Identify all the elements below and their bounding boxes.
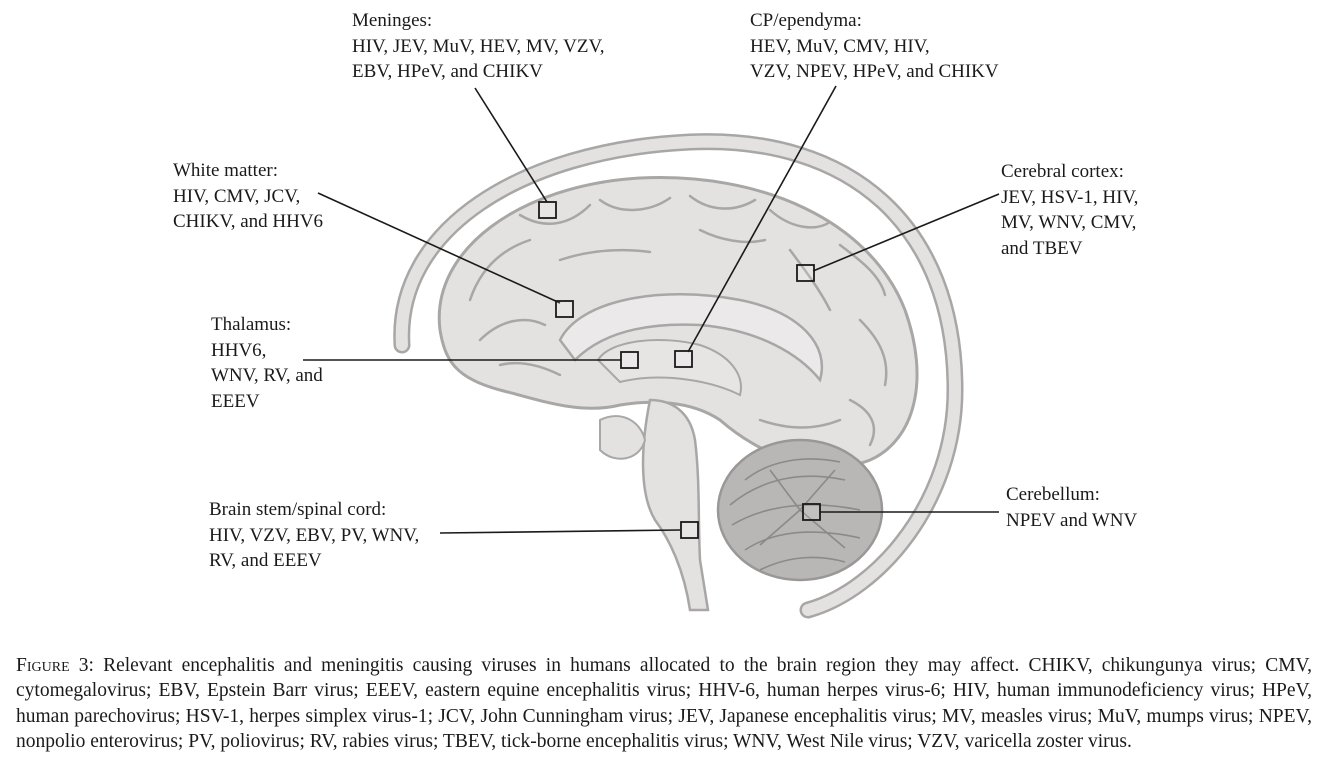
marker-brain-stem	[680, 521, 699, 539]
label-thalamus-line2: WNV, RV, and	[211, 365, 323, 386]
brain-stem	[641, 398, 710, 612]
gyri	[468, 194, 888, 447]
label-cerebellum: Cerebellum: NPEV and WNV	[1006, 482, 1137, 533]
marker-cerebellum	[802, 503, 821, 521]
marker-white-matter	[555, 300, 574, 318]
marker-cerebral-cortex	[796, 264, 815, 282]
label-cp-ependyma-line1: HEV, MuV, CMV, HIV,	[750, 35, 930, 57]
label-cp-ependyma-line2: VZV, NPEV, HPeV, and CHIKV	[750, 61, 999, 82]
label-meninges: Meninges: HIV, JEV, MuV, HEV, MV, VZV, E…	[352, 8, 605, 85]
brain-illustration	[303, 85, 1000, 619]
label-cp-ependyma: CP/ependyma: HEV, MuV, CMV, HIV, VZV, NP…	[750, 8, 999, 85]
label-cp-ependyma-title: CP/ependyma:	[750, 10, 862, 31]
label-meninges-line1: HIV, JEV, MuV, HEV, MV, VZV,	[352, 35, 605, 57]
leader-lines	[303, 85, 1000, 534]
region-markers	[538, 201, 821, 539]
label-brain-stem-line1: HIV, VZV, EBV, PV, WNV,	[209, 524, 420, 546]
marker-cp-ependyma	[674, 350, 693, 368]
label-white-matter: White matter: HIV, CMV, JCV, CHIKV, and …	[173, 158, 323, 235]
label-brain-stem-title: Brain stem/spinal cord:	[209, 499, 387, 520]
caption-text: : Relevant encephalitis and meningitis c…	[16, 654, 1312, 753]
figure-label: Figure 3	[16, 654, 89, 676]
label-cerebral-cortex-line1: JEV, HSV-1, HIV,	[1001, 186, 1139, 208]
label-white-matter-line1: HIV, CMV, JCV,	[173, 185, 301, 207]
label-brain-stem-line2: RV, and EEEV	[209, 550, 322, 571]
label-thalamus-title: Thalamus:	[211, 314, 292, 335]
figure: Meninges: HIV, JEV, MuV, HEV, MV, VZV, E…	[173, 8, 1138, 619]
label-cerebral-cortex-title: Cerebral cortex:	[1001, 161, 1124, 182]
label-cerebral-cortex-line2: MV, WNV, CMV,	[1001, 212, 1137, 233]
label-white-matter-line2: CHIKV, and HHV6	[173, 211, 324, 232]
label-cerebellum-line1: NPEV and WNV	[1006, 509, 1138, 531]
marker-thalamus	[620, 351, 639, 369]
label-cerebellum-title: Cerebellum:	[1006, 484, 1100, 505]
label-meninges-title: Meninges:	[352, 10, 433, 31]
corpus-callosum	[558, 293, 823, 383]
marker-meninges	[538, 201, 557, 219]
label-thalamus-line1: HHV6,	[211, 339, 267, 361]
figure-caption: Figure 3: Relevant encephalitis and meni…	[16, 653, 1312, 755]
label-white-matter-title: White matter:	[173, 160, 278, 181]
label-thalamus-line3: EEEV	[211, 390, 260, 412]
label-brain-stem: Brain stem/spinal cord: HIV, VZV, EBV, P…	[209, 497, 419, 574]
label-cerebral-cortex: Cerebral cortex: JEV, HSV-1, HIV, MV, WN…	[1001, 159, 1138, 261]
thalamus-region	[596, 339, 742, 397]
label-thalamus: Thalamus: HHV6, WNV, RV, and EEEV	[211, 312, 323, 414]
label-meninges-line2: EBV, HPeV, and CHIKV	[352, 61, 543, 82]
label-cerebral-cortex-line3: and TBEV	[1001, 237, 1083, 259]
